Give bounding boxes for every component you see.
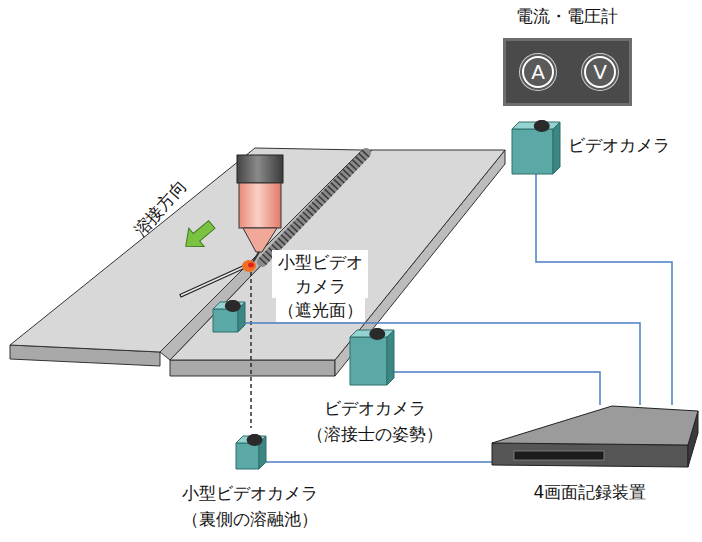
- voltmeter-dial: V: [584, 56, 616, 88]
- camera-dome: [369, 328, 385, 340]
- dial-letter: V: [593, 62, 607, 82]
- filler-rod-core: [181, 267, 245, 296]
- recorder-device: 4画面記録装置: [492, 405, 698, 470]
- node-label: （溶接士の姿勢）: [307, 422, 443, 446]
- node-label: （裏側の溶融池）: [182, 507, 318, 531]
- torch-body: [239, 183, 281, 228]
- camera-side: [387, 330, 394, 385]
- meter-panel: 電流・電圧計AV: [503, 38, 632, 106]
- dial-letter: A: [531, 62, 545, 82]
- camera-dome: [225, 300, 241, 312]
- small-video-camera: 小型ビデオ カメラ（遮光面）: [213, 302, 245, 332]
- groove: [160, 150, 372, 360]
- camera-front: [512, 129, 553, 174]
- small-video-camera: 小型ビデオカメラ（裏側の溶融池）: [236, 436, 266, 469]
- camera-front: [350, 337, 387, 385]
- node-label: 小型ビデオカメラ: [182, 481, 318, 505]
- weld-pool: [248, 263, 254, 268]
- camera-front: [213, 309, 238, 332]
- node-label: 小型ビデオ カメラ: [272, 250, 368, 298]
- node-label: 電流・電圧計: [516, 4, 618, 28]
- camera-dome: [247, 434, 263, 446]
- camera-dome: [534, 120, 550, 132]
- welding-arc: [242, 260, 256, 272]
- direction-arrow: [178, 215, 219, 255]
- video-camera: ビデオカメラ: [512, 122, 560, 174]
- recorder-icon: [492, 405, 698, 470]
- recorder-slot: [514, 451, 604, 460]
- right-plate-front: [170, 360, 335, 376]
- recorder-front: [492, 443, 688, 467]
- recorder-top: [492, 406, 698, 445]
- camera-icon: [213, 302, 245, 332]
- signal-cable: [536, 174, 672, 405]
- camera-icon: [512, 122, 560, 174]
- signal-cable: [266, 461, 492, 463]
- ammeter-dial: A: [522, 56, 554, 88]
- node-label: ビデオカメラ: [324, 396, 426, 420]
- node-label: （遮光面）: [276, 298, 365, 322]
- right-plate-top: [170, 150, 505, 360]
- signal-cable: [245, 323, 640, 405]
- camera-icon: [236, 436, 266, 469]
- torch-electrode: [253, 252, 259, 262]
- video-camera: ビデオカメラ（溶接士の姿勢）: [350, 330, 394, 385]
- torch-nozzle: [243, 228, 277, 252]
- camera-side: [553, 122, 560, 174]
- node-label: 4画面記録装置: [534, 480, 647, 504]
- camera-icon: [350, 330, 394, 385]
- filler-rod: [180, 266, 246, 296]
- torch-cap: [237, 155, 283, 183]
- node-label: ビデオカメラ: [568, 133, 670, 157]
- sight-line: [250, 272, 251, 428]
- camera-front: [236, 443, 259, 469]
